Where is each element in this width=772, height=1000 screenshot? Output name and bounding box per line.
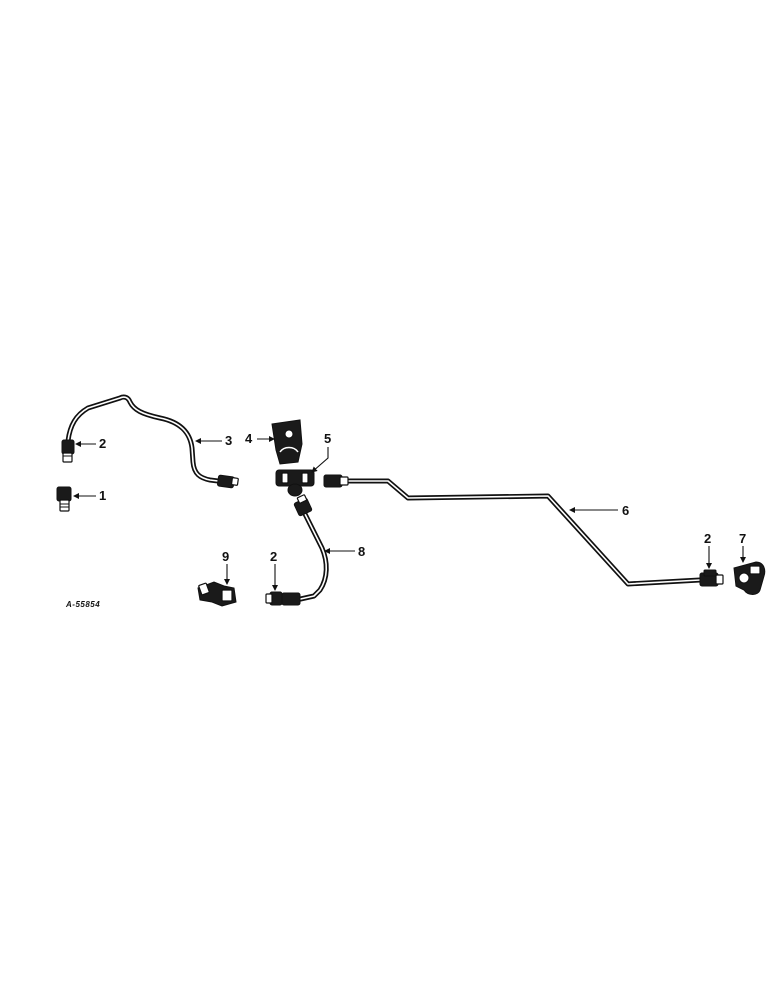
elbow-part-7 (733, 561, 766, 595)
fitting-part-2-middle (265, 591, 283, 606)
callout-6: 6 (622, 503, 629, 518)
figure-id: A-55854 (65, 600, 100, 609)
leader-5 (311, 447, 329, 473)
elbow-part-9 (197, 581, 237, 607)
callout-3: 3 (225, 433, 232, 448)
callout-9: 9 (222, 549, 229, 564)
clip-part-4 (271, 419, 303, 465)
pipe-part-6 (323, 474, 724, 587)
pipe-part-3 (65, 394, 239, 489)
callout-2-left: 2 (99, 436, 106, 451)
callout-2-right: 2 (704, 531, 711, 546)
tee-fitting-part-5 (275, 469, 315, 497)
callout-1: 1 (99, 488, 106, 503)
callout-2-middle: 2 (270, 549, 277, 564)
pipe-part-8 (281, 494, 329, 606)
callout-8: 8 (358, 544, 365, 559)
fitting-part-2-right (703, 569, 717, 577)
callout-4: 4 (245, 431, 253, 446)
callout-5: 5 (324, 431, 331, 446)
callout-7: 7 (739, 531, 746, 546)
fitting-part-2-left (61, 439, 75, 463)
connector-part-1 (56, 486, 72, 512)
